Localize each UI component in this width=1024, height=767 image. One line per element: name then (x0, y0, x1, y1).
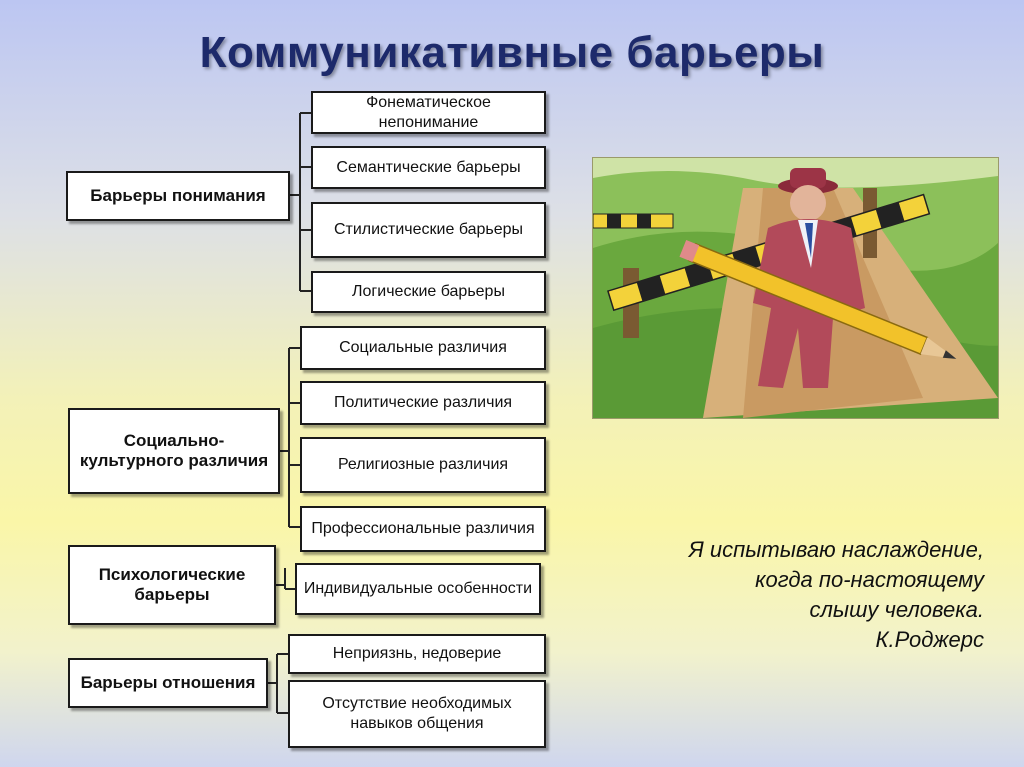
page-title: Коммуникативные барьеры (199, 28, 825, 77)
item-professional-differences: Профессиональные различия (300, 506, 546, 552)
quote-line: Я испытываю наслаждение, (688, 537, 984, 562)
item-individual-features: Индивидуальные особенности (295, 563, 541, 615)
item-phonematic-misunderstanding: Фонематическое непонимание (311, 91, 546, 134)
item-political-differences: Политические различия (300, 381, 546, 425)
barrier-illustration (592, 157, 999, 419)
item-lack-of-communication-skills: Отсутствие необходимых навыков общения (288, 680, 546, 748)
category-understanding-barriers: Барьеры понимания (66, 171, 290, 221)
quote-author: К.Роджерс (875, 627, 984, 652)
item-religious-differences: Религиозные различия (300, 437, 546, 493)
quote-line: когда по-настоящему (755, 567, 984, 592)
item-logical-barriers: Логические барьеры (311, 271, 546, 313)
category-psychological-barriers: Психологические барьеры (68, 545, 276, 625)
item-social-differences: Социальные различия (300, 326, 546, 370)
category-sociocultural-differences: Социально-культурного различия (68, 408, 280, 494)
item-semantic-barriers: Семантические барьеры (311, 146, 546, 189)
quote-line: слышу человека. (809, 597, 984, 622)
item-stylistic-barriers: Стилистические барьеры (311, 202, 546, 258)
item-dislike-distrust: Неприязнь, недоверие (288, 634, 546, 674)
man-with-pencil-icon (679, 168, 957, 388)
quote-block: Я испытываю наслаждение, когда по-настоя… (689, 535, 984, 655)
category-relationship-barriers: Барьеры отношения (68, 658, 268, 708)
